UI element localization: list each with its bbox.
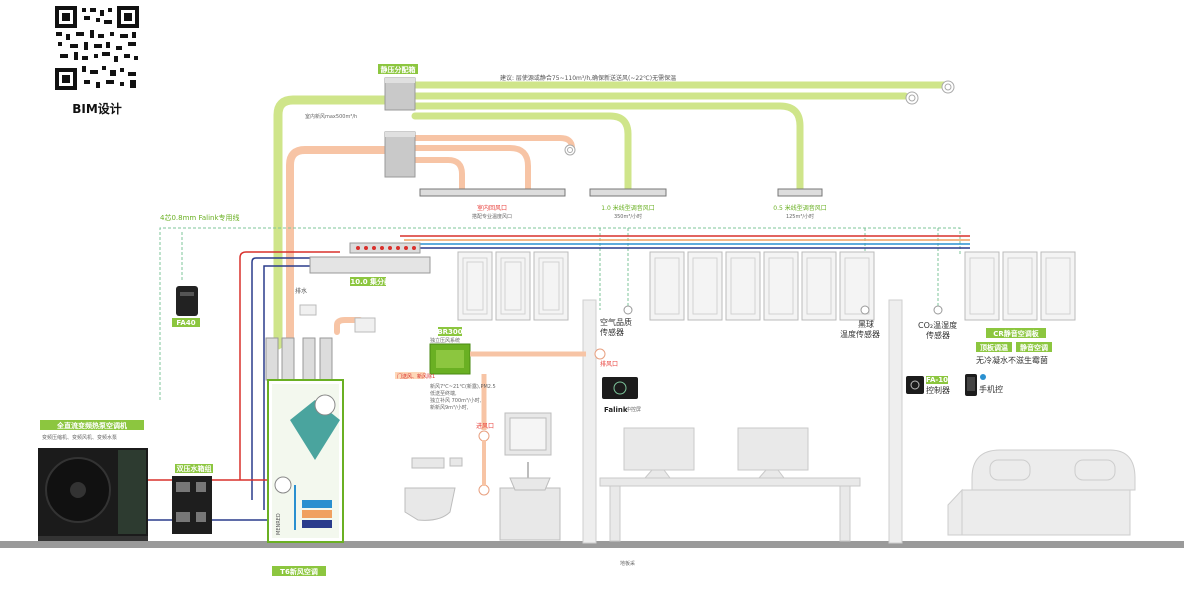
cr-label: CR静音空调板 xyxy=(993,329,1040,338)
br300-tag xyxy=(438,327,462,336)
manifold-label: A10.0 集分器 xyxy=(345,277,392,286)
ground-line xyxy=(0,541,1184,548)
outdoor-sub: 变频压缩机、变频风机、变频水泵 xyxy=(42,434,117,441)
fa40-tag xyxy=(172,318,200,327)
diffuser-box-label: 静压分配箱 xyxy=(381,65,416,74)
sensor-icon xyxy=(623,305,943,315)
floor-note: 地板采 xyxy=(620,560,635,567)
max-air-label: 室内新风max500m³/h xyxy=(305,113,357,120)
tag2-label: 静音空调 xyxy=(1020,343,1048,352)
green-duct xyxy=(273,81,952,350)
outlet-b-sub: 350m³/小时 xyxy=(614,213,642,220)
falink-sub: 中控屏 xyxy=(626,406,641,413)
hydro-tag xyxy=(175,464,213,473)
hydro-module xyxy=(172,476,212,534)
t6-unit xyxy=(265,337,344,543)
office-desk xyxy=(599,427,861,542)
controller-label: 控制器 xyxy=(926,385,950,395)
air-sensor-label: 空气品质传感器 xyxy=(600,317,632,337)
manifold-tag xyxy=(350,277,386,286)
panel-coil xyxy=(462,257,1071,315)
falink-line-label: 4芯0.8mm Falink专用线 xyxy=(160,213,240,222)
cr-tag xyxy=(986,328,1046,338)
diffuser-box-tag xyxy=(378,64,418,74)
hydro-label: 双压水箱组 xyxy=(177,464,212,473)
outdoor-tag xyxy=(40,420,144,430)
t6-tag xyxy=(272,566,326,576)
outlet-c-sub: 125m³/小时 xyxy=(786,213,814,220)
outdoor-unit xyxy=(38,448,148,541)
device-brand: MENRED xyxy=(276,513,282,535)
falink-panel xyxy=(602,377,638,399)
outlet-a-label: 室内回风口 xyxy=(477,204,507,212)
tag-line: 无冷凝水不滋生霉菌 xyxy=(976,355,1048,365)
fa-ctrl-tag xyxy=(926,376,948,384)
wall-1 xyxy=(582,299,597,544)
water-pipes xyxy=(140,235,970,521)
tag1-bg xyxy=(976,342,1012,352)
manifold xyxy=(309,242,431,274)
drain-label: 排水 xyxy=(295,287,307,295)
outlet-b-label: 1.0 米线型调音风口 xyxy=(601,204,654,212)
bathroom-fixtures xyxy=(404,412,561,541)
fa-ctrl-tag-label: FA-10 xyxy=(926,376,948,384)
round-diffuser-icon xyxy=(564,80,955,156)
side-vent xyxy=(299,304,376,333)
phone-icon xyxy=(965,374,977,396)
fa40-label: FA40 xyxy=(176,319,195,327)
mid-tag-bg xyxy=(395,372,425,379)
bluetooth-icon xyxy=(980,374,986,380)
outlet-c-label: 0.5 米线型调音风口 xyxy=(773,204,826,212)
note-top: 建议: 层使源或静合75~110m³/h,确保新送送风(~22℃)无需保温 xyxy=(500,74,676,82)
br300-label: BR300 xyxy=(437,328,462,336)
outlet-a-sub: 搭配专业温度风口 xyxy=(472,213,512,220)
tag1-label: 顶板调温 xyxy=(980,343,1008,352)
br300-device xyxy=(429,343,471,375)
co2-label: CO₂温湿度传感器 xyxy=(918,320,957,340)
fa-controller xyxy=(906,376,924,394)
intake-label: 进风口 xyxy=(476,422,494,430)
radiant-panel-group-3 xyxy=(964,251,1076,321)
bim-label: BIM设计 xyxy=(72,101,122,116)
exhaust-label: 排风口 xyxy=(600,360,618,368)
tag2-bg xyxy=(1016,342,1052,352)
qr-code xyxy=(55,6,139,90)
linear-outlet-icon xyxy=(419,188,823,197)
blackball-label: 黑球温度传感器 xyxy=(840,319,880,339)
outdoor-label: 全直流变频热泵空调机 xyxy=(56,421,127,430)
wall-2 xyxy=(888,299,903,544)
distribution-box-lower xyxy=(384,131,416,178)
falink-brand: Falink xyxy=(604,406,628,414)
br300-sub: 独立压风系统 xyxy=(430,337,460,344)
mid-tag: 门送风、新风除1 xyxy=(397,373,435,380)
t6-label: T6新风空调 xyxy=(280,567,318,576)
radiant-panel-group-2 xyxy=(649,251,875,321)
radiant-panel-group-1 xyxy=(457,251,569,321)
phone-label: 手机控 xyxy=(979,384,1003,394)
bed xyxy=(947,449,1136,536)
fa40-device xyxy=(176,286,198,316)
distribution-box-upper xyxy=(384,77,416,111)
